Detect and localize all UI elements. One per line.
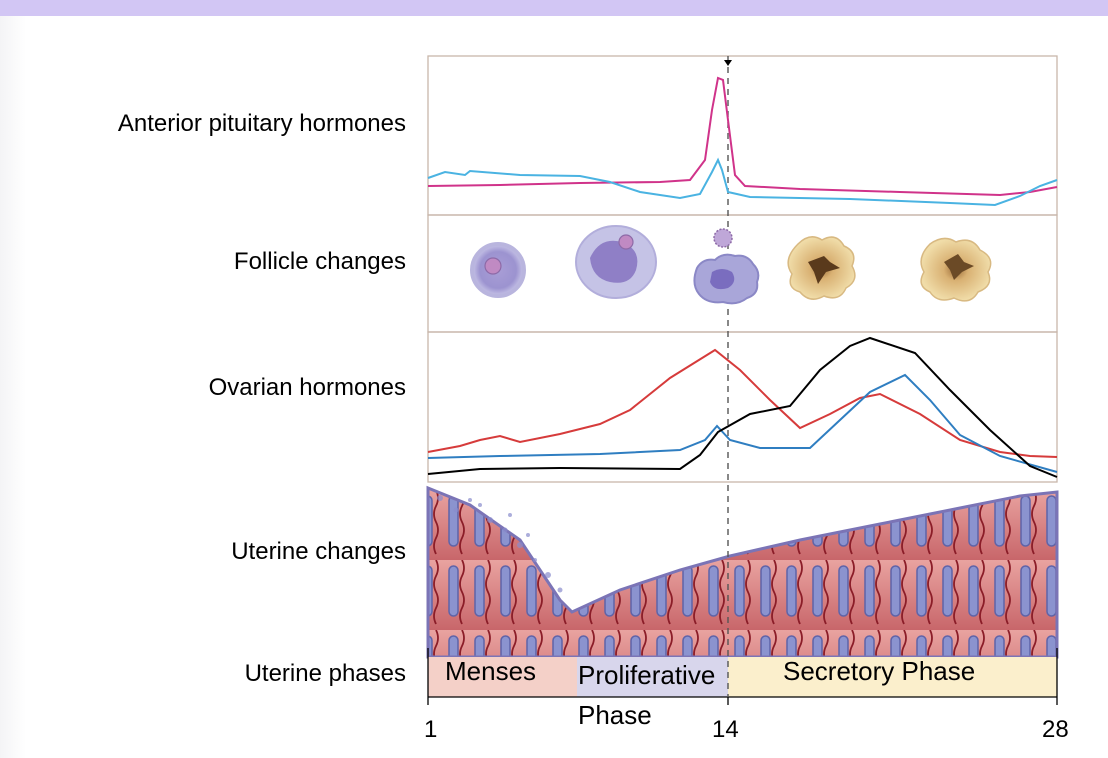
ovulation-icon — [693, 228, 760, 305]
phase-label-proliferative-line2: Phase — [578, 700, 652, 730]
endometrium-shape — [426, 485, 1059, 659]
blue-hormone-curve — [427, 373, 1058, 473]
axis-tick-label-14: 14 — [712, 716, 739, 743]
phase-bars — [427, 648, 1058, 705]
fsh-curve — [427, 157, 1058, 207]
uterine-lining-illustration — [426, 485, 1059, 659]
corpus-albicans-icon — [920, 237, 992, 302]
follicle-secondary-icon — [575, 225, 657, 299]
panel-frames — [427, 55, 1058, 483]
phase-label-menses: Menses — [445, 656, 537, 686]
phase-bar-secretory — [728, 657, 1057, 697]
label-ovarian-hormones: Ovarian hormones — [208, 374, 406, 401]
phase-bar-proliferative — [577, 657, 728, 697]
axis-tick-label-28: 28 — [1042, 716, 1069, 743]
lh-curve — [427, 76, 1058, 197]
ovulation-arrowhead — [724, 60, 732, 66]
label-follicle-changes: Follicle changes — [233, 248, 406, 275]
label-uterine-changes: Uterine changes — [231, 538, 406, 565]
label-uterine-phases: Uterine phases — [244, 660, 406, 687]
corpus-luteum-icon — [787, 236, 856, 300]
panel-pituitary-frame — [427, 55, 1058, 216]
follicle-primary-icon — [470, 242, 526, 298]
top-banner — [0, 0, 1108, 16]
left-margin-shade — [0, 16, 26, 758]
label-anterior-pituitary: Anterior pituitary hormones — [117, 110, 406, 137]
phase-bar-menses — [428, 657, 577, 697]
progesterone-curve — [427, 336, 1058, 478]
estrogen-curve — [427, 348, 1058, 458]
phase-label-proliferative-line1: Proliferative — [578, 660, 716, 690]
axis-tick-label-1: 1 — [424, 716, 438, 743]
menses-debris — [437, 495, 563, 593]
panel-ovarian-frame — [427, 331, 1058, 483]
phase-label-secretory: Secretory Phase — [783, 656, 976, 686]
